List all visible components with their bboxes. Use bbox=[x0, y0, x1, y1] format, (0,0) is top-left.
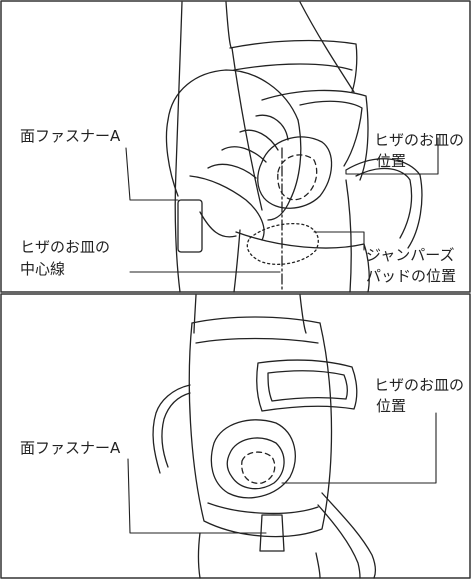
label-hook-fastener-a: 面ファスナーA bbox=[20, 439, 121, 457]
right-side-strap bbox=[317, 492, 376, 579]
leg-outline bbox=[174, 1, 355, 293]
label-patella-position-line1: ヒザのお皿の bbox=[374, 131, 465, 149]
side-strap bbox=[345, 158, 423, 249]
left-side-strap bbox=[152, 384, 191, 474]
label-patella-position-line2: 位置 bbox=[376, 152, 407, 170]
front-strap bbox=[256, 359, 358, 412]
panel-bottom: ヒザのお皿の 位置 面ファスナーA bbox=[0, 293, 471, 579]
label-patella-position-line2: 位置 bbox=[376, 397, 407, 415]
label-jumper-pad-line2: パッドの位置 bbox=[366, 267, 457, 285]
fastener-tab-a bbox=[259, 514, 285, 552]
leader-lines bbox=[127, 412, 437, 534]
panel-bottom-illustration bbox=[0, 293, 471, 579]
knee-supporter bbox=[199, 39, 370, 293]
panel-frame bbox=[0, 293, 471, 579]
panel-top-illustration bbox=[0, 0, 471, 293]
patella-ring bbox=[257, 136, 333, 209]
label-jumper-pad-line1: ジャンパーズ bbox=[366, 246, 455, 264]
label-patella-center-line2: 中心線 bbox=[20, 260, 66, 278]
panel-frame bbox=[0, 0, 471, 293]
leg-outline bbox=[193, 294, 321, 579]
label-patella-center-line1: ヒザのお皿の bbox=[20, 238, 111, 256]
leader-lines bbox=[125, 137, 439, 273]
fastener-tab-a bbox=[177, 199, 203, 253]
hand-illustration bbox=[165, 69, 302, 241]
label-hook-fastener-a: 面ファスナーA bbox=[20, 127, 121, 145]
jumper-pad-outline bbox=[246, 222, 319, 265]
label-patella-position-line1: ヒザのお皿の bbox=[374, 376, 465, 394]
panel-top: 面ファスナーA ヒザのお皿の 位置 ヒザのお皿の 中心線 ジャンパーズ パッドの… bbox=[0, 0, 471, 293]
knee-supporter bbox=[188, 316, 333, 538]
patella-ring bbox=[210, 419, 296, 499]
